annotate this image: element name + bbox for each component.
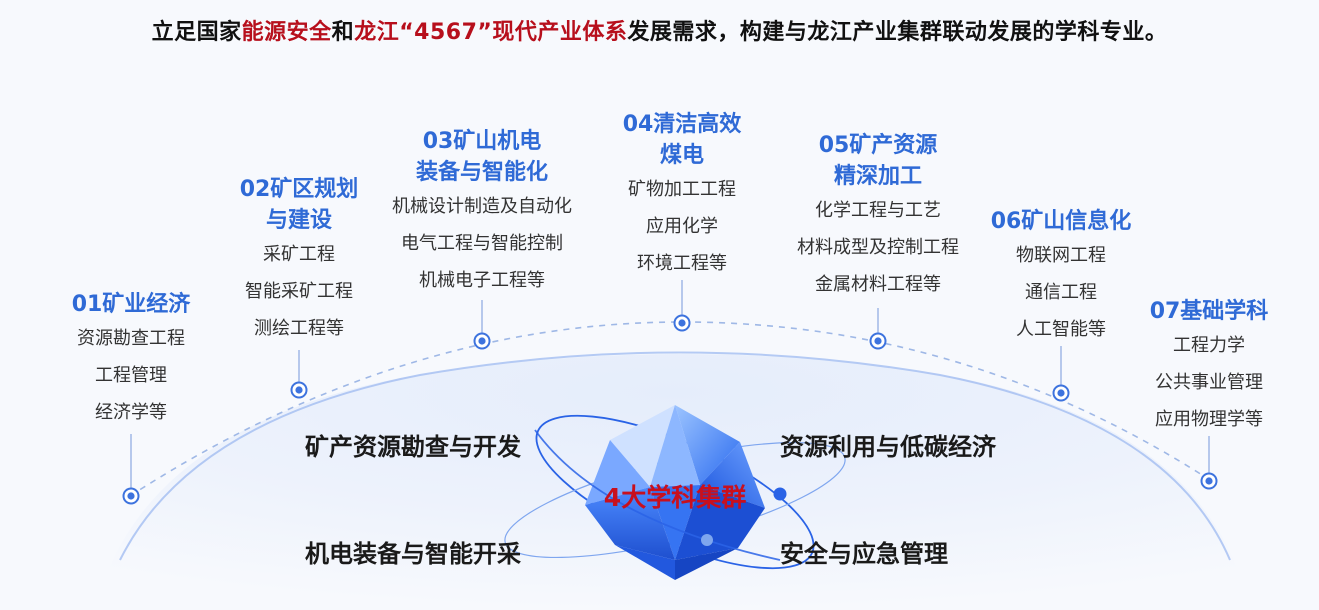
discipline-node-06: 06矿山信息化 物联网工程 通信工程 人工智能等	[965, 206, 1157, 348]
orbit-ring-front	[534, 429, 781, 561]
node-item: 经济学等	[95, 402, 167, 423]
dot-05	[869, 332, 887, 350]
node-item: 应用物理学等	[1155, 409, 1263, 430]
node-item: 通信工程	[1025, 282, 1097, 303]
dot-07	[1200, 472, 1218, 490]
node-title: 精深加工	[833, 164, 922, 189]
discipline-node-04: 04清洁高效 煤电 矿物加工工程 应用化学 环境工程等	[592, 109, 772, 282]
discipline-node-03: 03矿山机电 装备与智能化 机械设计制造及自动化 电气工程与智能控制 机械电子工…	[367, 126, 597, 299]
node-title: 与建设	[265, 208, 332, 233]
node-item: 测绘工程等	[254, 318, 344, 339]
headline-part-3: 发展需求，构建与龙江产业集群联动发展的学科专业。	[627, 20, 1168, 45]
node-item: 机械电子工程等	[419, 270, 545, 291]
dot-06	[1052, 384, 1070, 402]
dashed-arc	[129, 321, 1211, 497]
node-item: 化学工程与工艺	[815, 200, 941, 221]
dot-01	[122, 487, 140, 505]
node-item: 智能采矿工程	[245, 281, 353, 302]
node-item: 环境工程等	[637, 253, 727, 274]
node-title: 01矿业经济	[71, 292, 191, 317]
node-item: 采矿工程	[263, 244, 335, 265]
headline-part-1: 立足国家	[151, 20, 242, 45]
node-item: 人工智能等	[1016, 319, 1106, 340]
cluster-label-equipment: 机电装备与智能开采	[305, 540, 521, 568]
node-item: 矿物加工工程	[628, 179, 736, 200]
discipline-node-01: 01矿业经济 资源勘查工程 工程管理 经济学等	[41, 289, 221, 431]
node-title: 07基础学科	[1149, 299, 1269, 324]
node-title: 03矿山机电	[422, 129, 542, 154]
dome-rim	[119, 351, 1231, 561]
cluster-label-utilization: 资源利用与低碳经济	[780, 433, 996, 461]
center-cluster-label: 4大学科集群	[603, 483, 747, 512]
headline-part-2: 和	[331, 20, 355, 45]
node-item: 应用化学	[646, 216, 718, 237]
dot-03	[473, 332, 491, 350]
discipline-node-05: 05矿产资源 精深加工 化学工程与工艺 材料成型及控制工程 金属材料工程等	[768, 130, 988, 303]
dot-02	[290, 381, 308, 399]
node-item: 电气工程与智能控制	[401, 233, 563, 254]
node-title: 06矿山信息化	[990, 209, 1132, 234]
node-title: 02矿区规划	[239, 177, 359, 202]
node-item: 工程管理	[95, 365, 167, 386]
node-title: 04清洁高效	[622, 112, 742, 137]
headline-highlight-2: 龙江“4567”现代产业体系	[354, 20, 628, 45]
cluster-label-safety: 安全与应急管理	[780, 540, 948, 568]
polyhedron-gem	[585, 405, 765, 580]
page-headline: 立足国家能源安全和龙江“4567”现代产业体系发展需求，构建与龙江产业集群联动发…	[0, 14, 1319, 46]
dot-04	[673, 314, 691, 332]
node-item: 工程力学	[1173, 335, 1245, 356]
node-item: 机械设计制造及自动化	[392, 196, 572, 217]
discipline-node-02: 02矿区规划 与建设 采矿工程 智能采矿工程 测绘工程等	[204, 174, 394, 347]
node-item: 公共事业管理	[1155, 372, 1263, 393]
node-title: 装备与智能化	[415, 160, 548, 185]
discipline-node-07: 07基础学科 工程力学 公共事业管理 应用物理学等	[1124, 296, 1294, 438]
node-item: 金属材料工程等	[815, 274, 941, 295]
node-title: 05矿产资源	[818, 133, 938, 158]
cluster-label-exploration: 矿产资源勘查与开发	[305, 433, 521, 461]
node-title: 煤电	[659, 143, 704, 168]
node-item: 物联网工程	[1016, 245, 1106, 266]
headline-highlight-1: 能源安全	[241, 20, 332, 45]
node-item: 材料成型及控制工程	[797, 237, 959, 258]
orbit-node-right	[773, 487, 787, 501]
orbit-node-bottom	[701, 534, 713, 546]
node-item: 资源勘查工程	[77, 328, 185, 349]
